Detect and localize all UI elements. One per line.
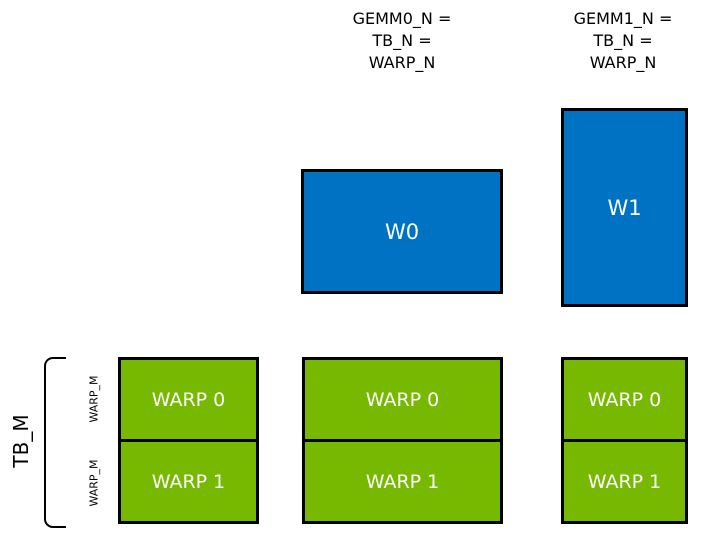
warp1-cell: WARP 1 (561, 439, 688, 524)
tb-m-bracket (44, 357, 66, 528)
warp1-cell-label: WARP 1 (587, 470, 662, 493)
warp-column-right: WARP 0 WARP 1 (561, 357, 688, 524)
warp1-cell: WARP 1 (118, 439, 259, 524)
warp0-cell-label: WARP 0 (365, 388, 440, 411)
w1-box: W1 (561, 108, 688, 307)
gemm0-n-column-label: GEMM0_N = TB_N = WARP_N (352, 9, 452, 72)
w0-box: W0 (301, 169, 503, 294)
warp0-cell-label: WARP 0 (151, 388, 226, 411)
warp0-cell: WARP 0 (302, 357, 503, 442)
w1-box-label: W1 (607, 195, 642, 220)
warp1-cell-label: WARP 1 (365, 470, 440, 493)
warp1-cell-label: WARP 1 (151, 470, 226, 493)
w0-box-label: W0 (384, 219, 420, 244)
warp-m-label-top: WARP_M (87, 375, 101, 423)
warp0-cell: WARP 0 (118, 357, 259, 442)
warp0-cell-label: WARP 0 (587, 388, 662, 411)
warp0-cell: WARP 0 (561, 357, 688, 442)
warp-m-label-bottom: WARP_M (87, 459, 101, 507)
gemm1-n-column-label: GEMM1_N = TB_N = WARP_N (573, 9, 673, 72)
warp-column-left: WARP 0 WARP 1 (118, 357, 259, 524)
warp-column-middle: WARP 0 WARP 1 (302, 357, 503, 524)
tb-m-label: TB_M (9, 414, 33, 468)
warp1-cell: WARP 1 (302, 439, 503, 524)
